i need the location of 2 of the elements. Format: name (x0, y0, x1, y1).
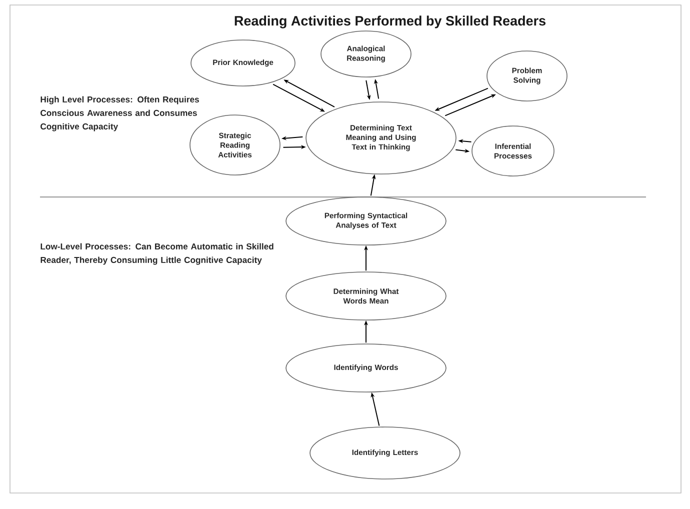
title: Reading Activities Performed by Skilled Readers (234, 16, 546, 28)
section-label: Low-Level Processes: Can Become Automatic in Skilled Reader, Thereby Consuming Little Cognitive Capacity (40, 243, 274, 265)
